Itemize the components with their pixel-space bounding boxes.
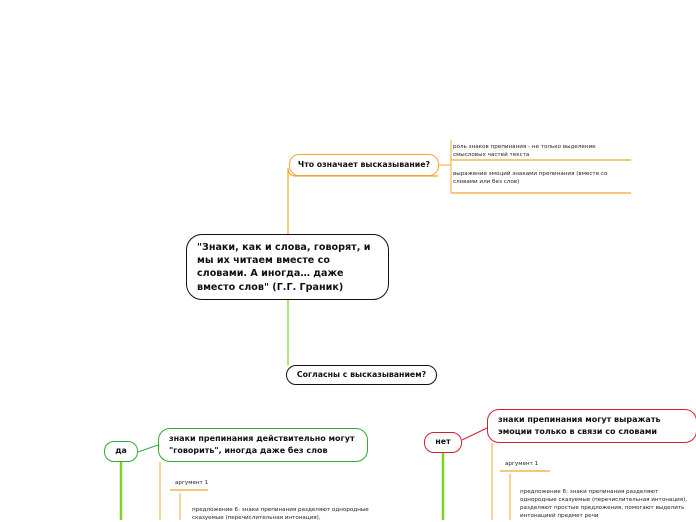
question-item-1[interactable]: роль знаков препинания - не только выдел…	[453, 144, 596, 158]
question-item-2[interactable]: выражение эмоций знаками препинания (вме…	[453, 171, 608, 185]
yes-sentence[interactable]: предложение 6: знаки препинания разделяю…	[192, 507, 369, 521]
no-main-node[interactable]: знаки препинания могут выражать эмоции т…	[487, 409, 696, 443]
question-node[interactable]: Что означает высказывание?	[289, 154, 439, 176]
no-node[interactable]: нет	[424, 432, 462, 453]
yes-main-node[interactable]: знаки препинания действительно могут "го…	[158, 428, 368, 462]
no-argument[interactable]: аргумент 1	[505, 461, 539, 467]
central-topic[interactable]: "Знаки, как и слова, говорят, и мы их чи…	[186, 234, 389, 300]
no-sentence[interactable]: предложение 6: знаки препинания разделяю…	[520, 489, 688, 519]
yes-node[interactable]: да	[104, 441, 138, 462]
agree-node[interactable]: Согласны с высказыванием?	[286, 365, 437, 385]
yes-argument[interactable]: аргумент 1	[175, 480, 209, 486]
